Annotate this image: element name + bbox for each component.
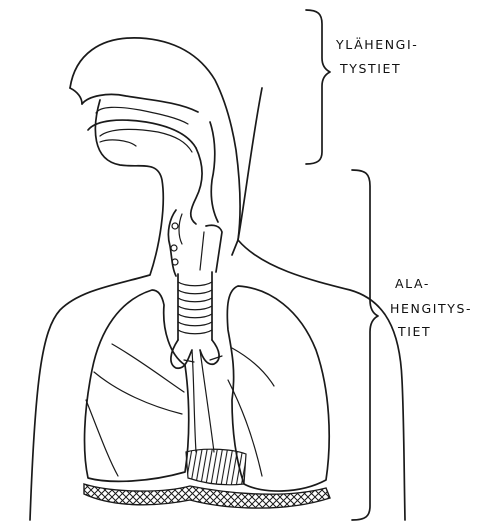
lower-label-line2: HENGITYS- <box>390 301 472 316</box>
larynx <box>168 210 222 276</box>
lower-label-line1: ALA- <box>395 276 430 291</box>
trachea-ring <box>178 314 212 318</box>
upper-label-line2: TYSTIET <box>339 61 401 76</box>
upper-label-line1: YLÄHENGI- <box>335 37 418 52</box>
diaphragm <box>84 449 330 508</box>
upper-airways-label: YLÄHENGI- TYSTIET <box>335 37 418 76</box>
upper-airways-bracket <box>306 10 330 164</box>
trachea-ring <box>178 322 212 326</box>
bronchi <box>171 340 222 452</box>
trachea <box>178 272 212 340</box>
body-outline <box>30 38 405 520</box>
right-lung <box>85 290 189 481</box>
lower-label-line3: TIET <box>397 324 431 339</box>
lower-airways-bracket <box>352 170 378 520</box>
trachea-ring <box>178 290 212 294</box>
trachea-ring <box>178 330 212 334</box>
trachea-ring <box>178 298 212 302</box>
nasal-cavity <box>82 94 218 224</box>
lower-airways-label: ALA- HENGITYS- TIET <box>390 276 472 339</box>
trachea-ring <box>178 282 212 286</box>
trachea-ring <box>178 306 212 310</box>
